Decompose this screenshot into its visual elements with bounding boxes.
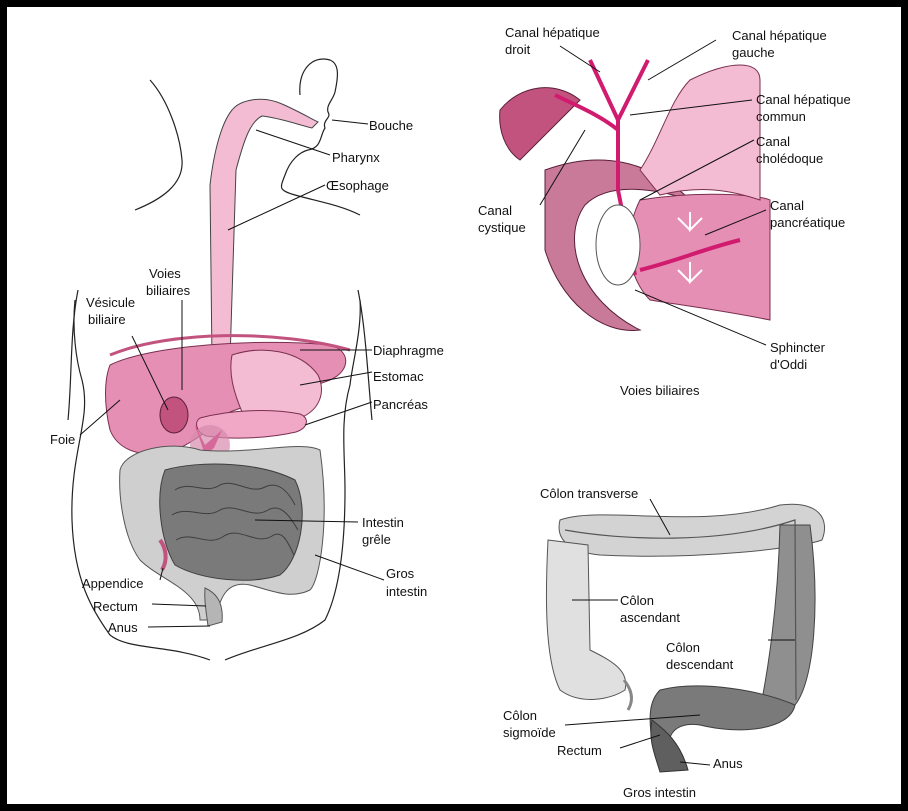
label-foie: Foie <box>50 432 75 447</box>
label-rectum-colon: Rectum <box>557 743 602 758</box>
label-hepatique-gauche-2: gauche <box>732 45 775 60</box>
label-colon-transverse: Côlon transverse <box>540 486 638 501</box>
label-cystique-2: cystique <box>478 220 526 235</box>
label-pancreas: Pancréas <box>373 397 428 412</box>
caption-voies-biliaires: Voies biliaires <box>620 383 700 398</box>
liver-lobe <box>640 65 760 200</box>
label-grele: grêle <box>362 532 391 547</box>
label-colon-ascendant-2: ascendant <box>620 610 680 625</box>
esophagus <box>210 99 318 360</box>
label-sphincter-2: d'Oddi <box>770 357 807 372</box>
label-intestin: Intestin <box>362 515 404 530</box>
label-oesophage: Œsophage <box>326 178 389 193</box>
label-diaphragme: Diaphragme <box>373 343 444 358</box>
caption-gros-intestin: Gros intestin <box>623 785 696 800</box>
neck-left-outline <box>135 80 182 210</box>
label-colon-descendant-1: Côlon <box>666 640 700 655</box>
label-appendice: Appendice <box>82 576 143 591</box>
label-choledoque-2: cholédoque <box>756 151 823 166</box>
label-gros: Gros <box>386 566 415 581</box>
label-hepatique-commun-1: Canal hépatique <box>756 92 851 107</box>
gallbladder-section <box>500 88 580 160</box>
label-anus: Anus <box>108 620 138 635</box>
label-estomac: Estomac <box>373 369 424 384</box>
label-sphincter-1: Sphincter <box>770 340 826 355</box>
label-choledoque-1: Canal <box>756 134 790 149</box>
label-biliaires: biliaires <box>146 283 191 298</box>
label-colon-descendant-2: descendant <box>666 657 734 672</box>
label-pancreatique-1: Canal <box>770 198 804 213</box>
bile-ducts-diagram: Canal hépatique droit Canal hépatique ga… <box>478 25 851 398</box>
label-cystique-1: Canal <box>478 203 512 218</box>
label-colon-ascendant-1: Côlon <box>620 593 654 608</box>
digestive-system-diagram: Bouche Pharynx Œsophage Voies biliaires … <box>50 59 444 660</box>
label-biliaire: biliaire <box>88 312 126 327</box>
label-rectum: Rectum <box>93 599 138 614</box>
colon-descending <box>760 525 815 710</box>
label-hepatique-commun-2: commun <box>756 109 806 124</box>
label-hepatique-droit-1: Canal hépatique <box>505 25 600 40</box>
small-intestine <box>160 464 302 580</box>
label-hepatique-gauche-1: Canal hépatique <box>732 28 827 43</box>
label-voies: Voies <box>149 266 181 281</box>
ampulla <box>596 205 640 285</box>
colon-ascending <box>546 540 625 699</box>
label-pharynx: Pharynx <box>332 150 380 165</box>
label-colon-sigmoide-2: sigmoïde <box>503 725 556 740</box>
label-colon-sigmoide-1: Côlon <box>503 708 537 723</box>
large-intestine-diagram: Côlon transverse Côlon ascendant Côlon d… <box>503 486 825 800</box>
label-hepatique-droit-2: droit <box>505 42 531 57</box>
label-vesicule: Vésicule <box>86 295 135 310</box>
label-bouche: Bouche <box>369 118 413 133</box>
pancreas-section <box>629 194 770 320</box>
label-anus-colon: Anus <box>713 756 743 771</box>
label-pancreatique-2: pancréatique <box>770 215 845 230</box>
label-intestin-gros: intestin <box>386 584 427 599</box>
